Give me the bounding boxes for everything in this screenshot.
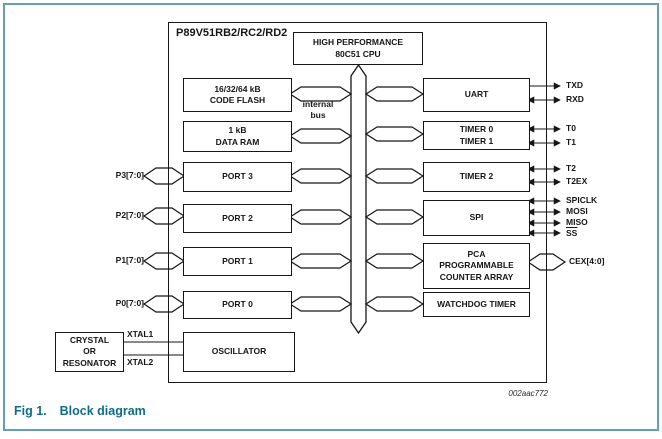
block-oscillator: OSCILLATOR [183, 332, 295, 372]
signal-label-miso: MISO [566, 217, 588, 227]
block-cpu: HIGH PERFORMANCE 80C51 CPU [293, 32, 423, 65]
p2-port-arrow [142, 207, 186, 225]
pin-label-p2: P2[7:0] [115, 210, 144, 220]
pin-label-p1: P1[7:0] [115, 255, 144, 265]
signal-label-spiclk: SPICLK [566, 195, 598, 205]
p0-port-arrow [142, 295, 186, 313]
figure-code: 002aac772 [508, 389, 548, 398]
timer01-bus-arrow [364, 126, 425, 142]
pin-label-p0: P0[7:0] [115, 298, 144, 308]
block-port2: PORT 2 [183, 204, 292, 233]
signal-label-mosi: MOSI [566, 206, 588, 216]
p3-port-arrow [142, 167, 186, 185]
figure-caption-number: Fig 1. [14, 404, 47, 418]
block-data-ram: 1 kB DATA RAM [183, 121, 292, 152]
signal-label-txd: TXD [566, 80, 583, 90]
pin-label-xtal2: XTAL2 [127, 357, 154, 367]
port0-bus-arrow [288, 296, 353, 312]
block-port0: PORT 0 [183, 291, 292, 319]
block-uart: UART [423, 78, 530, 112]
internal-bus-label: internal bus [302, 99, 334, 121]
block-port1: PORT 1 [183, 247, 292, 276]
spi-bus-arrow [364, 209, 425, 225]
chip-title: P89V51RB2/RC2/RD2 [176, 27, 288, 39]
block-timer2: TIMER 2 [423, 162, 530, 192]
block-port3: PORT 3 [183, 162, 292, 192]
block-crystal: CRYSTAL OR RESONATOR [55, 332, 124, 372]
block-spi: SPI [423, 200, 530, 236]
block-watchdog: WATCHDOG TIMER [423, 292, 530, 317]
signal-label-t2ex: T2EX [566, 176, 588, 186]
signal-label-ss: SS [566, 228, 578, 238]
pin-label-p3: P3[7:0] [115, 170, 144, 180]
signal-label-cex: CEX[4:0] [569, 256, 605, 266]
signal-label-t2: T2 [566, 163, 576, 173]
block-pca: PCA PROGRAMMABLE COUNTER ARRAY [423, 243, 530, 289]
figure-caption: Fig 1. Block diagram [14, 404, 146, 418]
internal-bus-arrow [350, 63, 367, 335]
signal-label-t1: T1 [566, 137, 576, 147]
figure-caption-title: Block diagram [59, 404, 146, 418]
signal-label-t0: T0 [566, 123, 576, 133]
cex-port-arrow [526, 253, 567, 271]
block-timer01: TIMER 0 TIMER 1 [423, 121, 530, 150]
uart-bus-arrow [364, 86, 425, 102]
port1-bus-arrow [288, 253, 353, 269]
flash-bus-arrow [288, 86, 353, 102]
pin-label-xtal1: XTAL1 [127, 329, 154, 339]
signal-label-rxd: RXD [566, 94, 584, 104]
timer2-bus-arrow [364, 168, 425, 184]
watchdog-bus-arrow [364, 296, 425, 312]
port2-bus-arrow [288, 209, 353, 225]
block-code-flash: 16/32/64 kB CODE FLASH [183, 78, 292, 112]
pca-bus-arrow [364, 253, 425, 269]
port3-bus-arrow [288, 168, 353, 184]
ram-bus-arrow [288, 128, 353, 144]
p1-port-arrow [142, 252, 186, 270]
